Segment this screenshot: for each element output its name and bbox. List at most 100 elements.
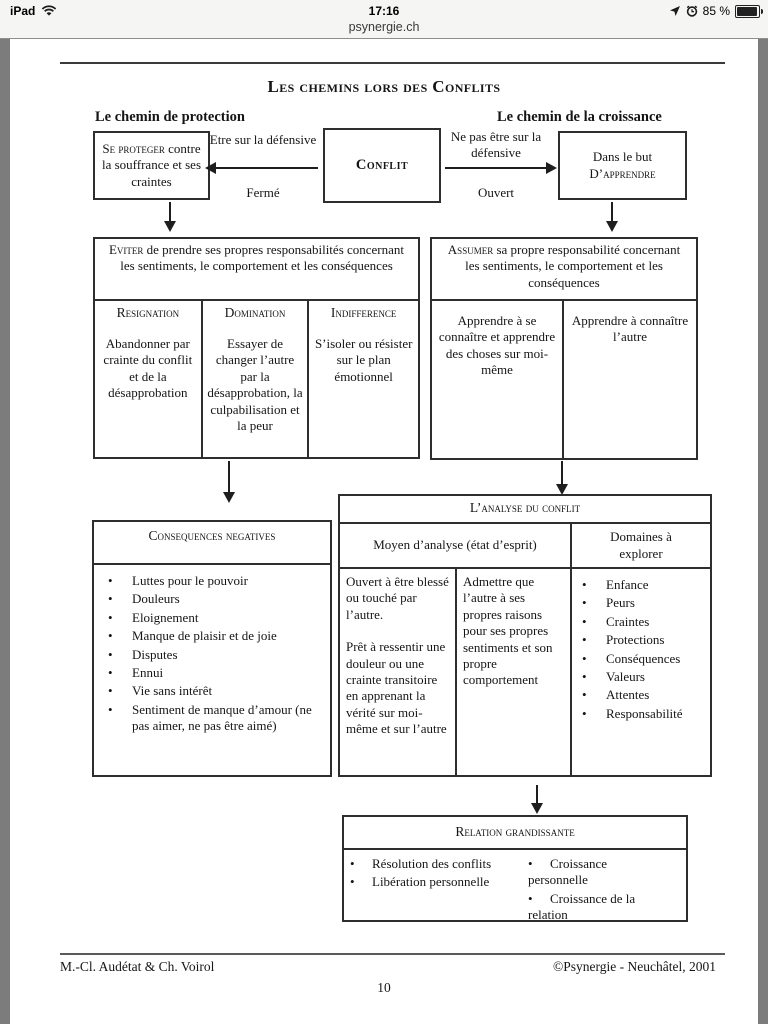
list-item: Vie sans intérêt [108, 683, 326, 699]
list-item: Libération personnelle [350, 874, 520, 890]
indifference-cell: Indifference S’isoler ou résister sur le… [309, 301, 418, 459]
statusbar-right: 85 % [669, 4, 763, 18]
left-arrow-bottom-label: Fermé [246, 185, 280, 200]
eviter-header: Eviter de prendre ses propres responsabi… [95, 239, 418, 301]
list-item: Protections [582, 632, 704, 648]
moyen-col1-cell: Ouvert à être blessé ou touché par l’aut… [340, 569, 457, 775]
moyen-col1-p2: Prêt à ressentir une douleur ou une crai… [346, 639, 447, 736]
domaines-header-cell: Domaines à explorer [610, 529, 672, 561]
learn-box: Dans le but D’apprendre [558, 131, 687, 200]
list-item: Croissance personnelle [528, 856, 650, 889]
consequences-list: Luttes pour le pouvoir Douleurs Eloignem… [94, 573, 330, 734]
resignation-body: Abandonner par crainte du conflit et de … [103, 336, 193, 401]
list-item: Valeurs [582, 669, 704, 685]
list-item: Enfance [582, 577, 704, 593]
right-arrowhead-icon [546, 162, 557, 174]
list-item: Responsabilité [582, 706, 704, 722]
arrow-assumer-down-line [561, 461, 563, 485]
domination-body: Essayer de changer l’autre par la désapp… [207, 336, 303, 433]
assumer-header-rest: sa propre responsabilité concernant les … [465, 242, 681, 290]
arrow-analyse-down-icon [531, 803, 543, 814]
analyse-header: L’analyse du conflit [469, 500, 581, 515]
top-rule [60, 62, 725, 64]
list-item: Luttes pour le pouvoir [108, 573, 326, 589]
arrow-eviter-down-line [228, 461, 230, 493]
right-arrow-line [445, 167, 546, 169]
arrow-analyse-down-line [536, 785, 538, 804]
relation-left-cell: Résolution des conflits Libération perso… [344, 850, 522, 920]
document-page[interactable]: Les chemins lors des Conflits Le chemin … [10, 38, 758, 1024]
list-item: Attentes [582, 687, 704, 703]
arrow-assumer-down-icon [556, 484, 568, 495]
list-item: Douleurs [108, 591, 326, 607]
right-arrow-top-label: Ne pas être sur la défensive [450, 129, 542, 161]
battery-icon [735, 4, 763, 18]
site-title-bar[interactable]: psynergie.ch [348, 20, 420, 34]
list-item: Résolution des conflits [350, 856, 520, 872]
wifi-icon [42, 5, 57, 16]
moyen-col2-cell: Admettre que l’autre à ses propres raiso… [457, 569, 572, 775]
left-arrow-line [216, 167, 318, 169]
assumer-self-cell: Apprendre à se connaître et apprendre de… [432, 301, 565, 460]
domaines-list: Enfance Peurs Craintes Protections Consé… [574, 577, 708, 722]
assumer-header: Assumer sa propre responsabilité concern… [432, 239, 696, 301]
left-arrowhead-icon [205, 162, 216, 174]
indifference-body: S’isoler ou résister sur le plan émotion… [314, 336, 413, 384]
relation-box: Relation grandissante Résolution des con… [342, 815, 688, 922]
footer-authors: M.-Cl. Audétat & Ch. Voirol [60, 959, 215, 974]
moyen-col1-p1: Ouvert à être blessé ou touché par l’aut… [346, 574, 449, 622]
statusbar-left: iPad [10, 4, 57, 18]
assumer-header-lead: Assumer [447, 242, 494, 257]
learn-box-line2: D’apprendre [589, 165, 656, 181]
protect-box-lead: Se proteger [102, 140, 165, 156]
arrow-protect-down-line [169, 202, 171, 222]
domaines-cell: Enfance Peurs Craintes Protections Consé… [572, 569, 710, 775]
resignation-cell: Resignation Abandonner par crainte du co… [95, 301, 203, 459]
list-item: Conséquences [582, 651, 704, 667]
learn-box-line1: Dans le but [592, 149, 653, 165]
domination-header: Domination [224, 305, 286, 320]
page-title: Les chemins lors des Conflits [267, 77, 501, 96]
right-arrow-bottom-label: Ouvert [477, 185, 515, 200]
footer-rule [60, 953, 725, 955]
conflict-label: Conflit [355, 157, 409, 174]
arrow-protect-down-icon [164, 221, 176, 232]
list-item: Croissance de la relation [528, 891, 650, 924]
assumer-other-cell: Apprendre à connaître l’autre [571, 313, 689, 345]
heading-croissance: Le chemin de la croissance [497, 109, 662, 125]
eviter-box: Eviter de prendre ses propres responsabi… [93, 237, 420, 459]
relation-left-list: Résolution des conflits Libération perso… [344, 856, 522, 891]
eviter-header-lead: Eviter [108, 242, 144, 257]
moyen-header-cell: Moyen d’analyse (état d’esprit) [340, 524, 572, 567]
heading-protection: Le chemin de protection [95, 109, 245, 125]
eviter-header-rest: de prendre ses propres responsabilités c… [120, 242, 405, 274]
battery-percent-label: 85 % [702, 4, 730, 18]
list-item: Eloignement [108, 610, 326, 626]
domination-cell: Domination Essayer de changer l’autre pa… [203, 301, 310, 459]
left-arrow-top-label: Etre sur la défensive [209, 132, 317, 147]
list-item: Manque de plaisir et de joie [108, 628, 326, 644]
list-item: Sentiment de manque d’amour (ne pas aime… [108, 702, 326, 735]
assumer-box: Assumer sa propre responsabilité concern… [430, 237, 698, 460]
safari-chrome: iPad 17:16 85 % psynergie.ch [0, 0, 768, 39]
location-arrow-icon [669, 6, 680, 16]
footer: M.-Cl. Audétat & Ch. Voirol ©Psynergie -… [60, 958, 716, 975]
indifference-header: Indifference [330, 305, 397, 320]
relation-header: Relation grandissante [455, 824, 575, 839]
list-item: Craintes [582, 614, 704, 630]
page-number: 10 [377, 980, 391, 995]
list-item: Peurs [582, 595, 704, 611]
list-item: Disputes [108, 647, 326, 663]
list-item: Ennui [108, 665, 326, 681]
alarm-clock-icon [686, 5, 697, 17]
consequences-header: Consequences negatives [148, 528, 276, 543]
protect-box: Se proteger contre la souffrance et ses … [93, 131, 210, 200]
resignation-header: Resignation [116, 305, 180, 320]
analyse-box: L’analyse du conflit Moyen d’analyse (ét… [338, 494, 712, 777]
conflict-box: Conflit [323, 128, 441, 203]
clock: 17:16 [368, 4, 400, 18]
protect-box-rest: contre la souffrance et ses craintes [101, 140, 202, 189]
carrier-label: iPad [10, 4, 36, 18]
relation-right-cell: Croissance personnelle Croissance de la … [522, 850, 686, 922]
